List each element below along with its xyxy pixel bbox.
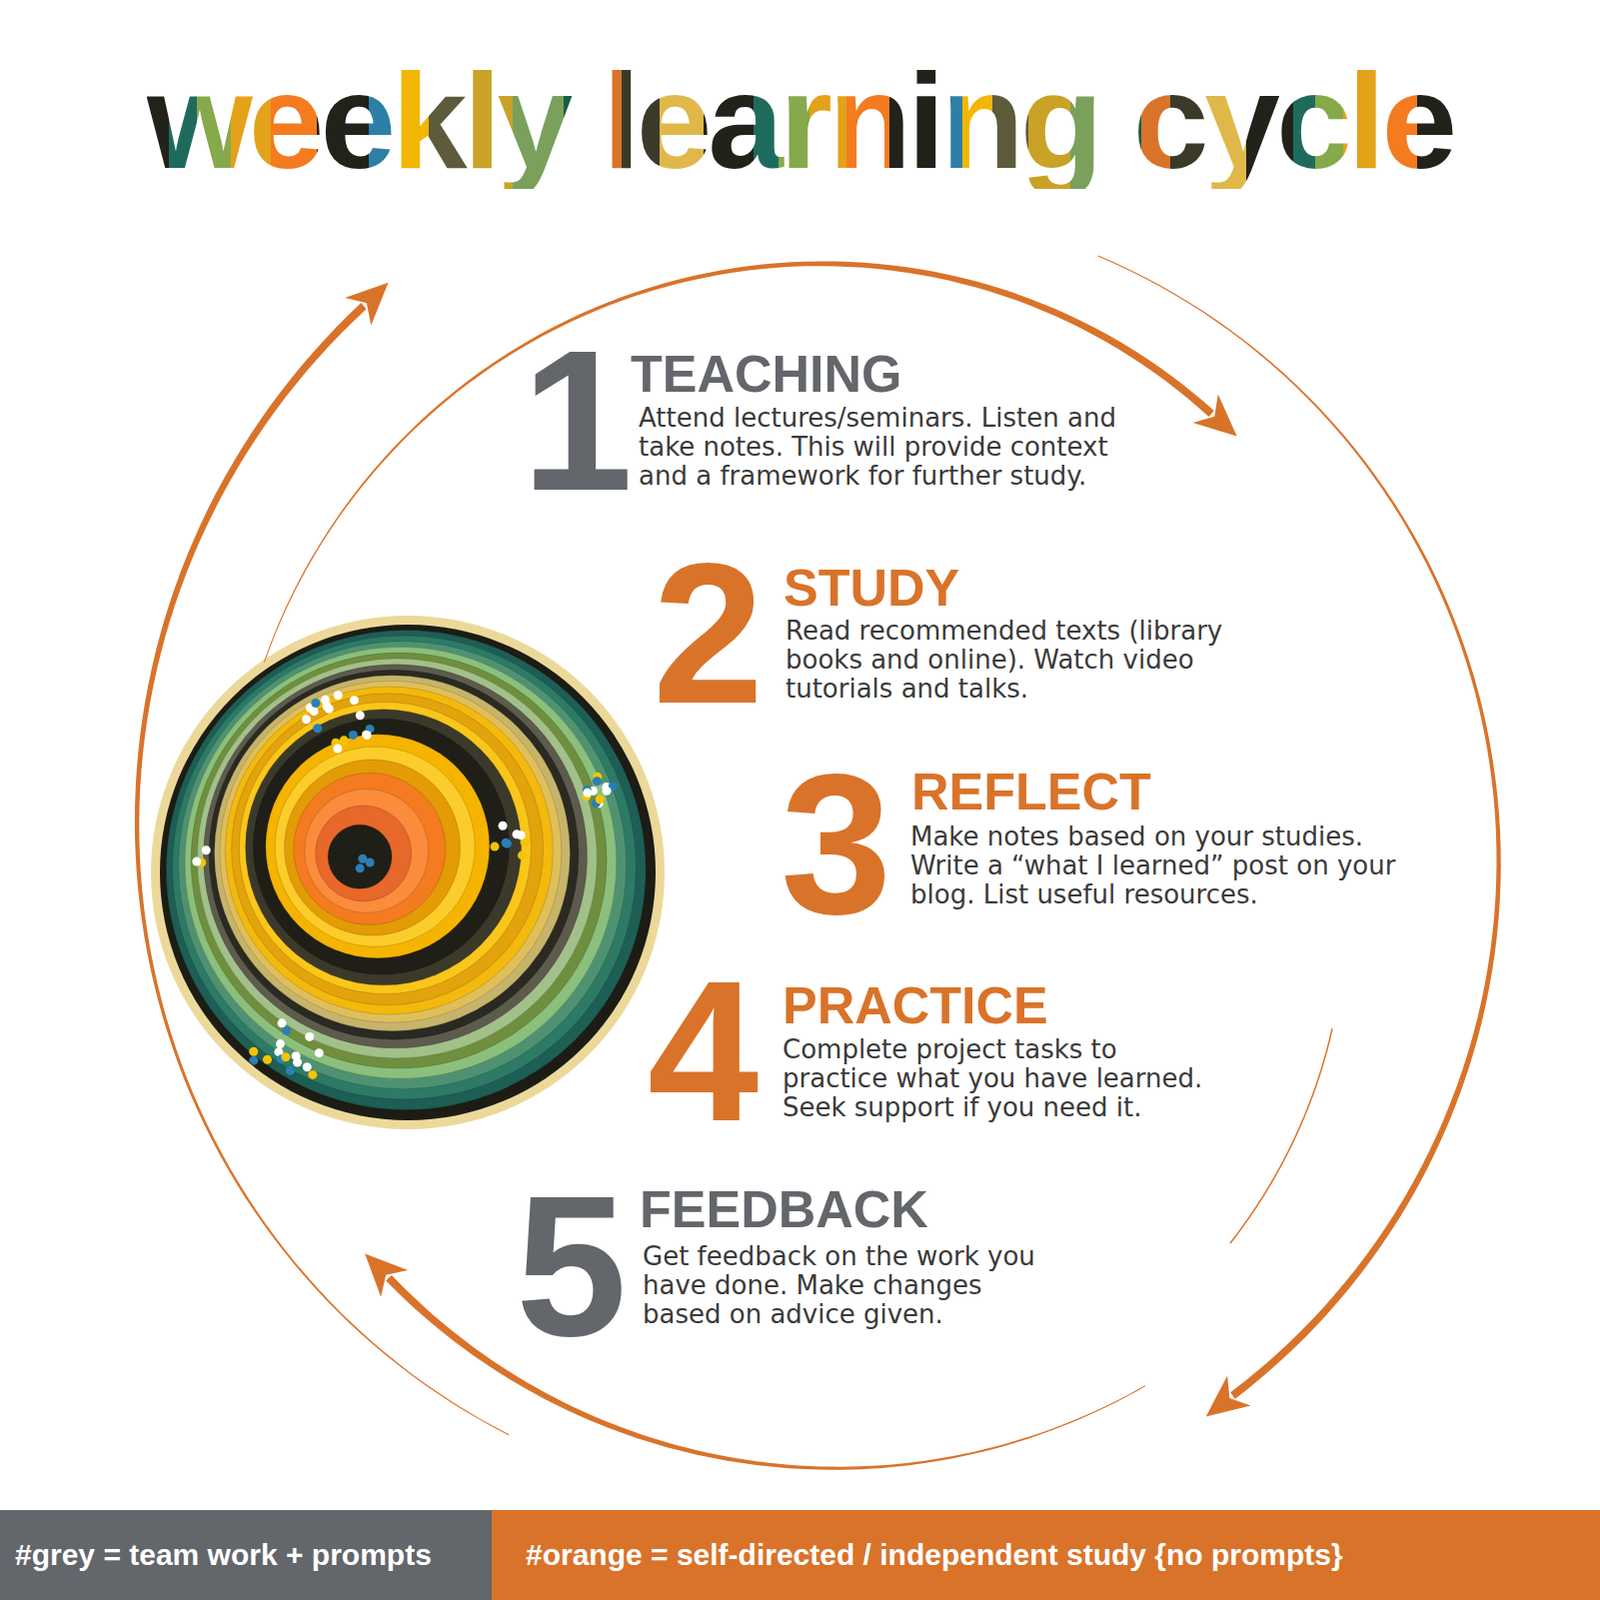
legend-text: #orange = self-directed / independent st… bbox=[525, 1538, 1344, 1573]
spiral-ring bbox=[327, 824, 392, 889]
spiral-dot bbox=[304, 1032, 314, 1042]
spiral-ring bbox=[165, 630, 646, 1111]
spiral-dot bbox=[191, 857, 201, 867]
spiral-dot bbox=[601, 786, 611, 796]
spiral-ring bbox=[203, 664, 588, 1049]
spiral-dot bbox=[248, 1056, 258, 1066]
spiral-dot bbox=[285, 1066, 295, 1076]
step-text: Complete project tasks to practice what … bbox=[782, 1035, 1225, 1123]
spiral-dot bbox=[309, 706, 319, 716]
spiral-illustration bbox=[150, 615, 665, 1130]
spiral-ring bbox=[219, 680, 562, 1023]
spiral-ring bbox=[274, 746, 475, 947]
spiral-ring bbox=[252, 718, 509, 975]
spiral-dot bbox=[349, 695, 359, 705]
spiral-dot bbox=[275, 1039, 285, 1049]
step-heading: REFLECT bbox=[911, 765, 1152, 818]
legend-bar: #grey = team work + prompts #orange = sel… bbox=[0, 1510, 1600, 1600]
spiral-dot bbox=[321, 701, 331, 711]
spiral-dot bbox=[355, 863, 365, 873]
step-text: Attend lectures/seminars. Listen and tak… bbox=[638, 403, 1149, 491]
spiral-ring bbox=[231, 693, 544, 1006]
legend-swatch: #grey = team work + prompts bbox=[0, 1510, 492, 1600]
spiral-ring bbox=[213, 675, 570, 1032]
text-layer: weekly learning cycle 1TEACHINGAttend lec… bbox=[0, 0, 1600, 1501]
spiral-ring bbox=[224, 686, 553, 1015]
spiral-dot bbox=[365, 857, 375, 867]
arrow-head bbox=[344, 282, 389, 326]
spiral-dot bbox=[280, 1052, 290, 1062]
legend-text: #grey = team work + prompts bbox=[14, 1538, 432, 1573]
spiral-dot bbox=[302, 1062, 312, 1072]
title: weekly learning cycle bbox=[146, 52, 1454, 189]
step-heading: TEACHING bbox=[630, 347, 903, 400]
step-number: 4 bbox=[647, 951, 759, 1152]
spiral-dot bbox=[511, 829, 521, 839]
spiral-dot bbox=[277, 1018, 287, 1028]
spiral-ring bbox=[304, 788, 429, 913]
spiral-dot bbox=[498, 821, 508, 831]
spiral-ring bbox=[196, 658, 597, 1059]
spiral-ring bbox=[184, 646, 617, 1079]
spiral-dot bbox=[339, 735, 349, 745]
spiral-ring bbox=[265, 734, 490, 959]
spiral-ring bbox=[284, 759, 461, 936]
spiral-ring bbox=[315, 805, 412, 902]
spiral-dot bbox=[592, 776, 602, 786]
spiral-dot bbox=[291, 1051, 301, 1061]
step-heading: PRACTICE bbox=[782, 979, 1049, 1032]
step-number: 2 bbox=[652, 533, 764, 734]
spiral-dot bbox=[312, 723, 322, 733]
spiral-rim bbox=[150, 615, 665, 1130]
spiral-dot bbox=[517, 850, 527, 860]
spiral-dot bbox=[262, 1055, 272, 1065]
spiral-dot bbox=[333, 690, 343, 700]
step-number: 5 bbox=[515, 1166, 627, 1367]
spiral-dot bbox=[332, 744, 342, 754]
spiral-rings bbox=[165, 630, 646, 1111]
spiral-dot bbox=[490, 842, 500, 852]
spiral-dot bbox=[307, 1070, 317, 1080]
spiral-ring bbox=[159, 624, 656, 1121]
cycle-arrow bbox=[134, 302, 510, 1436]
spiral-ring bbox=[245, 709, 522, 986]
step-text: Get feedback on the work you have done. … bbox=[642, 1242, 1063, 1330]
step-text: Make notes based on your studies. Write … bbox=[910, 822, 1423, 910]
spiral-dot bbox=[348, 730, 358, 740]
spiral-dot bbox=[595, 794, 605, 804]
spiral-dot bbox=[582, 788, 592, 798]
spiral-ring bbox=[190, 652, 607, 1069]
step-heading: FEEDBACK bbox=[639, 1183, 929, 1236]
spiral-dot bbox=[355, 710, 365, 720]
arrow-head bbox=[1193, 394, 1238, 437]
arrow-head bbox=[364, 1253, 408, 1297]
spiral-dot bbox=[248, 1047, 258, 1057]
step-text: Read recommended texts (library books an… bbox=[785, 616, 1252, 704]
legend-swatch: #orange = self-directed / independent st… bbox=[491, 1510, 1600, 1600]
cycle-arrows bbox=[134, 255, 1502, 1471]
spiral-dot bbox=[201, 845, 211, 855]
spiral-dot bbox=[301, 714, 311, 724]
step-number: 3 bbox=[780, 744, 892, 945]
arrow-head bbox=[1206, 1376, 1252, 1418]
spiral-ring bbox=[208, 669, 579, 1040]
spiral-dot bbox=[314, 1048, 324, 1058]
spiral-ring bbox=[171, 635, 636, 1100]
spiral-ring bbox=[238, 702, 531, 995]
spiral-dot bbox=[362, 730, 372, 740]
spiral-ring bbox=[178, 641, 627, 1090]
spiral-dot bbox=[310, 698, 320, 708]
step-heading: STUDY bbox=[783, 561, 960, 614]
cycle-arrow bbox=[1229, 1028, 1333, 1244]
spiral-dot bbox=[501, 838, 511, 848]
step-number: 1 bbox=[521, 320, 633, 521]
spiral-ring bbox=[293, 772, 446, 925]
